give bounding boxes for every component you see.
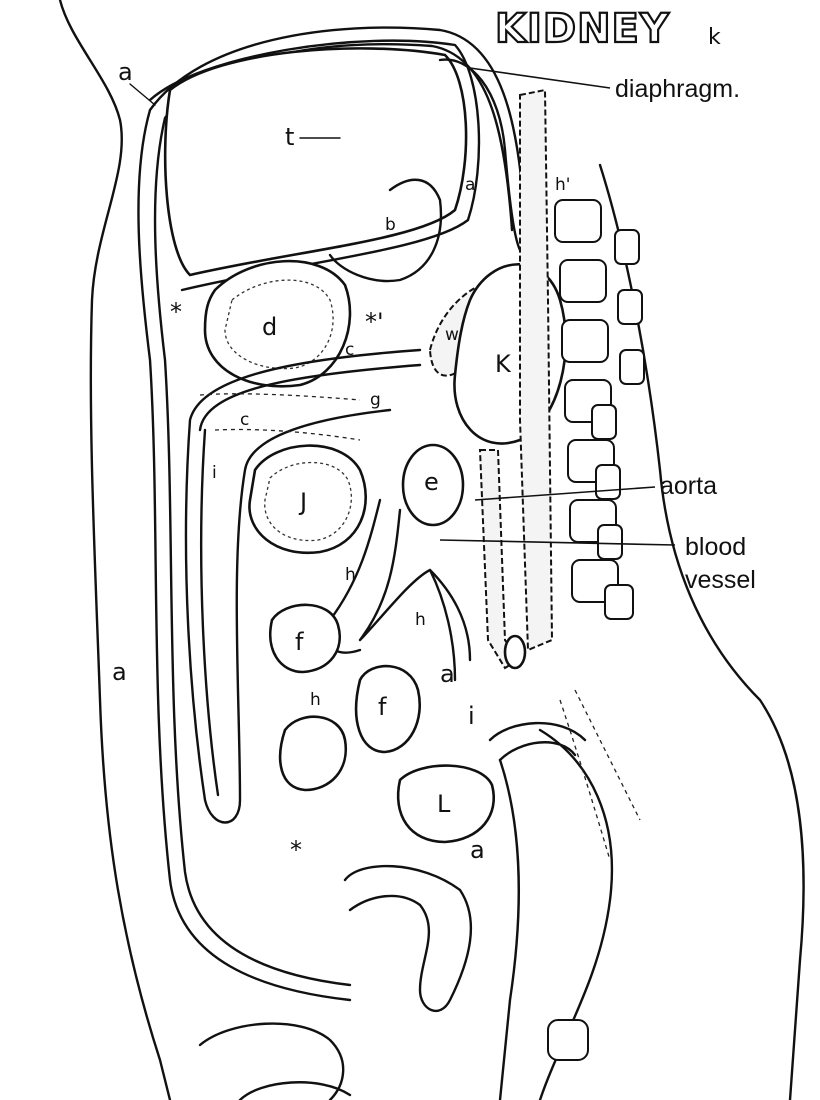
- organ-r: [278, 715, 348, 792]
- label-star-prime: *': [365, 308, 384, 336]
- label-k: K: [495, 350, 512, 378]
- diaphragm-label: diaphragm.: [615, 75, 740, 103]
- jejunum: [248, 444, 368, 555]
- aorta-leader: [474, 486, 656, 501]
- aorta-end: [503, 634, 527, 670]
- spine-column: [519, 88, 554, 652]
- coccyx-bone: [547, 1019, 589, 1061]
- organ-e: [401, 443, 465, 527]
- label-a-diaphragm: a: [465, 175, 475, 195]
- jejunum-inner: [264, 461, 352, 542]
- label-a-lower-right: a: [440, 660, 455, 688]
- duodenum: [203, 259, 352, 388]
- label-f-left: f: [295, 628, 304, 656]
- label-j: J: [298, 488, 307, 516]
- label-a-top-leader: [129, 83, 156, 106]
- label-t: t: [285, 123, 294, 151]
- blood-vessel-leader: [439, 539, 676, 546]
- vertebrae: [554, 199, 645, 620]
- duodenum-inner: [224, 279, 334, 370]
- diaphragm: [438, 58, 522, 252]
- colon-loop: [184, 348, 422, 824]
- stomach: [328, 178, 443, 283]
- label-l: L: [437, 790, 451, 818]
- label-f-right: f: [378, 693, 387, 721]
- title-sub: k: [708, 25, 721, 50]
- aorta-vessel: [478, 449, 520, 670]
- label-i-upper: i: [212, 463, 217, 483]
- label-b: b: [385, 215, 396, 235]
- blood-vessel-label-line2: vessel: [685, 566, 756, 594]
- label-h-right: h: [415, 610, 426, 630]
- label-h-lower: h: [310, 690, 321, 710]
- organ-l: [396, 764, 495, 844]
- label-a-top: a: [118, 58, 133, 86]
- label-g: g: [370, 390, 381, 410]
- liver-lining: [148, 39, 481, 292]
- label-c-lower: c: [240, 410, 249, 430]
- pelvic-bone: [198, 1022, 352, 1100]
- label-c-upper: c: [345, 340, 354, 360]
- label-e: e: [424, 468, 439, 496]
- texture-lines: [199, 393, 641, 861]
- label-a-middle: a: [112, 658, 127, 686]
- label-a-bottom: a: [470, 836, 485, 864]
- organ-f-right: [354, 664, 421, 754]
- peritoneum-outer: [137, 26, 527, 1002]
- tube-i: [488, 721, 587, 762]
- label-h-upper: h: [345, 565, 356, 585]
- liver: [163, 47, 468, 277]
- blood-vessel-label-line1: blood: [685, 533, 746, 561]
- organ-f-left: [269, 603, 341, 674]
- title-main: KIDNEY: [495, 6, 670, 52]
- label-d: d: [262, 313, 277, 341]
- label-star-left: *: [170, 298, 182, 326]
- label-h-prime: h': [555, 175, 570, 195]
- body-outline-front: [58, 0, 172, 1100]
- label-star-lower: *: [290, 836, 302, 864]
- aorta-label: aorta: [660, 472, 717, 500]
- label-w: w: [445, 325, 459, 345]
- label-i-lower: i: [468, 702, 475, 730]
- diaphragm-leader: [469, 67, 611, 89]
